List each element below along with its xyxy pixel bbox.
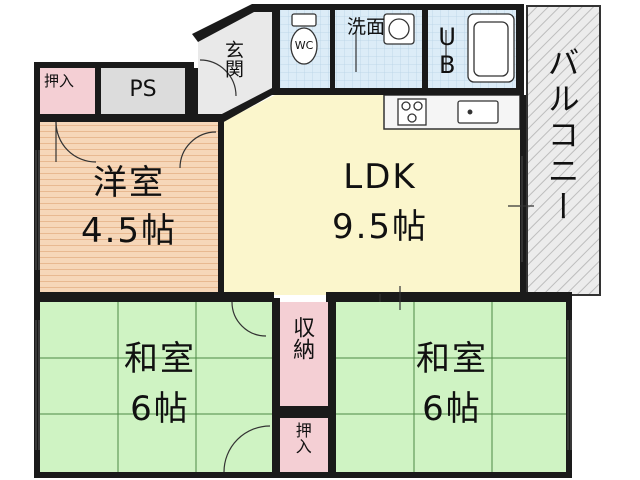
- bathtub-icon: [467, 13, 515, 83]
- wash-basin-icon: [383, 13, 415, 45]
- door-swings: [55, 30, 534, 473]
- ps-label: PS: [129, 77, 157, 102]
- washitsu-right-floor: [336, 302, 568, 472]
- entrance-label: 玄関: [221, 40, 244, 78]
- windows: [35, 150, 572, 450]
- ldk-size: 9.5帖: [331, 207, 429, 247]
- stove-icon: [397, 98, 427, 126]
- closet-top-label: 押入: [44, 72, 75, 90]
- balcony-label: バルコニー: [542, 46, 581, 226]
- closet-bottom-label: 押入: [292, 422, 312, 454]
- washitsu-left-name: 和室: [124, 339, 196, 379]
- tatami-seams: [40, 302, 568, 472]
- storage-floor: [280, 302, 328, 406]
- toilet-icon: [290, 13, 318, 65]
- western-room-floor: [40, 122, 218, 292]
- entrance-floor: [198, 12, 272, 115]
- closet-top: [40, 68, 95, 114]
- western-room-size: 4.5帖: [80, 211, 178, 251]
- washroom-label: 洗面: [346, 16, 385, 38]
- ldk-name: LDK: [343, 157, 417, 197]
- ps-shaft: [101, 68, 185, 114]
- closet-bottom-floor: [280, 418, 328, 472]
- western-room-name: 洋室: [93, 163, 165, 203]
- ldk-floor: [222, 95, 522, 295]
- bath-label: UB: [433, 23, 462, 79]
- sink-icon: [457, 100, 499, 124]
- washitsu-left-floor: [40, 302, 272, 472]
- storage-label: 収納: [289, 316, 315, 360]
- toilet-label: WC: [294, 39, 314, 52]
- washitsu-right-name: 和室: [416, 339, 488, 379]
- washitsu-right-size: 6帖: [422, 389, 482, 429]
- washitsu-left-size: 6帖: [130, 389, 190, 429]
- balcony: [526, 5, 601, 296]
